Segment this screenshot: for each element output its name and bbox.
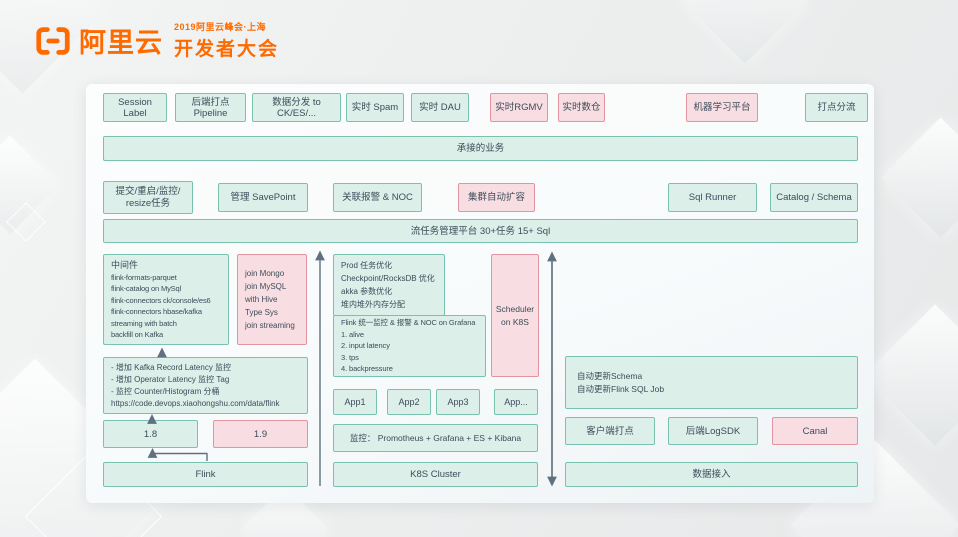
node-alert-noc: 关联报警 & NOC [333,183,422,212]
node-flink-version-1-9: 1.9 [213,420,308,448]
node-realtime-rgmv: 实时RGMV [490,93,548,122]
node-cluster-autoscale: 集群自动扩容 [458,183,535,212]
text-line: akka 参数优化 [341,287,393,296]
bar-stream-platform: 流任务管理平台 30+任务 15+ Sql [103,219,858,243]
event-title: 开发者大会 [174,39,280,60]
text-line: 提交/重启/监控/ [115,185,181,197]
box-middleware-title: 中间件 [111,259,139,270]
node-sql-runner: Sql Runner [668,183,757,212]
node-realtime-dau: 实时 DAU [411,93,469,122]
text-line: flink-formats-parquet [111,272,177,282]
text-line: Prod 任务优化 [341,261,393,270]
repo-url: https://code.devops.xiaohongshu.com/data… [111,398,280,408]
node-backend-pipeline: 后端打点 Pipeline [175,93,246,122]
node-app1: App1 [333,389,377,415]
bar-k8s-monitoring: 监控： Promotheus + Grafana + ES + Kibana [333,424,538,452]
node-canal: Canal [772,417,858,445]
node-tracking-split: 打点分流 [805,93,868,122]
event-subtitle: 2019阿里云峰会·上海 [174,22,267,32]
text-line: - 监控 Counter/Histogram 分桶 [111,386,220,396]
text-line: flink-catalog on MySql [111,284,182,293]
box-scheduler-k8s: Scheduler on K8S [491,254,539,377]
background-shape [880,117,958,238]
alibaba-cloud-brackets-icon [36,26,70,55]
text-line: Type Sys [245,308,278,317]
text-line: 4. backpressure [341,364,393,374]
text-line: - 增加 Operator Latency 监控 Tag [111,374,230,384]
text-line: join Mongo [245,269,285,278]
text-line: join MySQL [245,282,287,291]
node-client-tracking: 客户端打点 [565,417,655,445]
box-joins: join Mongo join MySQL with Hive Type Sys… [237,254,307,345]
node-app-more: App... [494,389,538,415]
text-line: 自动更新Flink SQL Job [577,383,665,394]
bar-k8s-cluster: K8S Cluster [333,462,538,487]
node-catalog-schema: Catalog / Schema [770,183,858,212]
node-flink-version-1-8: 1.8 [103,420,198,448]
text-line: 自动更新Schema [577,370,643,381]
bar-business: 承接的业务 [103,136,858,161]
text-line: with Hive [245,295,278,304]
text-line: Checkpoint/RocksDB 优化 [341,274,435,283]
box-latency-monitoring: - 增加 Kafka Record Latency 监控 - 增加 Operat… [103,357,308,414]
text-line: streaming with batch [111,318,177,328]
text-line: flink-connectors hbase/kafka [111,307,202,316]
node-ml-platform: 机器学习平台 [686,93,758,122]
box-auto-update: 自动更新Schema 自动更新Flink SQL Job [565,356,858,409]
text-line: resize任务 [125,197,171,209]
box-unified-monitoring: Flink 统一监控 & 报警 & NOC on Grafana 1. aliv… [333,315,486,377]
text-line: join streaming [245,321,295,330]
box-middleware: 中间件 flink-formats-parquet flink-catalog … [103,254,229,345]
node-submit-restart-monitor: 提交/重启/监控/ resize任务 [103,181,193,214]
node-session-label: Session Label [103,93,167,122]
text-line: 3. tps [341,352,359,362]
text-line: Flink 统一监控 & 报警 & NOC on Grafana [341,318,476,328]
box-prod-tuning: Prod 任务优化 Checkpoint/RocksDB 优化 akka 参数优… [333,254,445,316]
bar-data-ingestion: 数据接入 [565,462,858,487]
text-line: 1. alive [341,329,364,339]
node-realtime-warehouse: 实时数仓 [558,93,605,122]
background-shape [864,304,958,446]
background-shape [681,0,809,64]
text-line: 2. input latency [341,341,390,351]
node-app2: App2 [387,389,431,415]
text-line: flink-connectors ck/console/es6 [111,295,211,305]
bar-flink: Flink [103,462,308,487]
node-manage-savepoint: 管理 SavePoint [218,183,308,212]
brand-name: 阿里云 [79,28,163,58]
alibaba-cloud-logo: 阿里云 2019阿里云峰会·上海 开发者大会 [34,20,279,61]
node-backend-logsdk: 后端LogSDK [668,417,758,445]
node-data-distribution: 数据分发 to CK/ES/... [252,93,341,122]
text-line: backfill on Kafka [111,330,164,339]
node-app3: App3 [436,389,480,415]
text-line: - 增加 Kafka Record Latency 监控 [111,362,232,372]
node-realtime-spam: 实时 Spam [346,93,404,122]
text-line: 堆内堆外内存分配 [341,300,405,309]
